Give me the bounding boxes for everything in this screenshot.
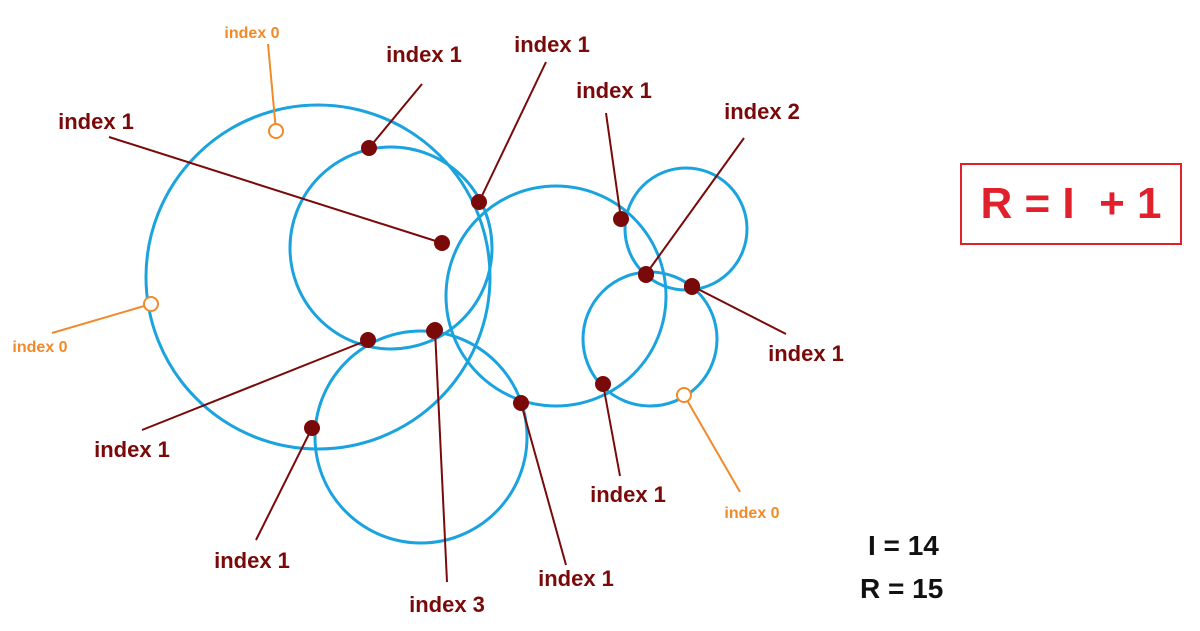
leader-line bbox=[645, 137, 745, 275]
leader-line bbox=[478, 61, 547, 203]
leader-line bbox=[602, 383, 621, 477]
intersection-point bbox=[595, 376, 611, 392]
leader-line bbox=[108, 136, 443, 244]
index-label: index 1 bbox=[768, 341, 844, 366]
intersection-point bbox=[513, 395, 529, 411]
index-zero-label: index 0 bbox=[12, 339, 67, 356]
index-label: index 1 bbox=[590, 482, 666, 507]
non-intersection-point bbox=[268, 123, 284, 139]
leader-line bbox=[605, 112, 622, 220]
non-intersection-point bbox=[143, 296, 159, 312]
formula-text: R = I + 1 bbox=[980, 179, 1162, 228]
index-label: index 1 bbox=[58, 109, 134, 134]
intersection-point bbox=[684, 279, 700, 295]
intersection-point bbox=[304, 420, 320, 436]
intersection-point bbox=[638, 267, 654, 283]
intersection-point bbox=[360, 332, 376, 348]
region-count: R = 15 bbox=[860, 573, 944, 604]
intersection-point bbox=[426, 323, 442, 339]
index-label: index 1 bbox=[576, 78, 652, 103]
intersection-point bbox=[361, 140, 377, 156]
intersection-point bbox=[613, 211, 629, 227]
index-label: index 1 bbox=[386, 42, 462, 67]
index-label: index 1 bbox=[94, 437, 170, 462]
index-label: index 1 bbox=[538, 566, 614, 591]
circle-1 bbox=[144, 103, 492, 451]
leader-line bbox=[141, 339, 369, 431]
index-label: index 2 bbox=[724, 99, 800, 124]
leader-line-zero bbox=[267, 43, 277, 132]
index-label: index 1 bbox=[514, 32, 590, 57]
index-label: index 3 bbox=[409, 592, 485, 617]
leader-line bbox=[255, 427, 313, 541]
circle-3 bbox=[444, 184, 668, 408]
leader-line-zero bbox=[683, 394, 741, 493]
index-zero-label: index 0 bbox=[724, 505, 779, 522]
index-zero-label: index 0 bbox=[224, 25, 279, 42]
leader-line bbox=[368, 83, 423, 149]
leader-line bbox=[520, 402, 567, 566]
intersection-count: I = 14 bbox=[868, 530, 939, 561]
leader-line bbox=[434, 329, 448, 583]
circle-2 bbox=[288, 145, 494, 351]
formula-box: R = I + 1 bbox=[960, 163, 1182, 245]
non-intersection-point bbox=[676, 387, 692, 403]
intersection-point bbox=[434, 235, 450, 251]
index-label: index 1 bbox=[214, 548, 290, 573]
leader-line-zero bbox=[51, 303, 152, 334]
intersection-point bbox=[471, 194, 487, 210]
leader-line bbox=[691, 285, 787, 335]
circle-4 bbox=[313, 329, 529, 545]
